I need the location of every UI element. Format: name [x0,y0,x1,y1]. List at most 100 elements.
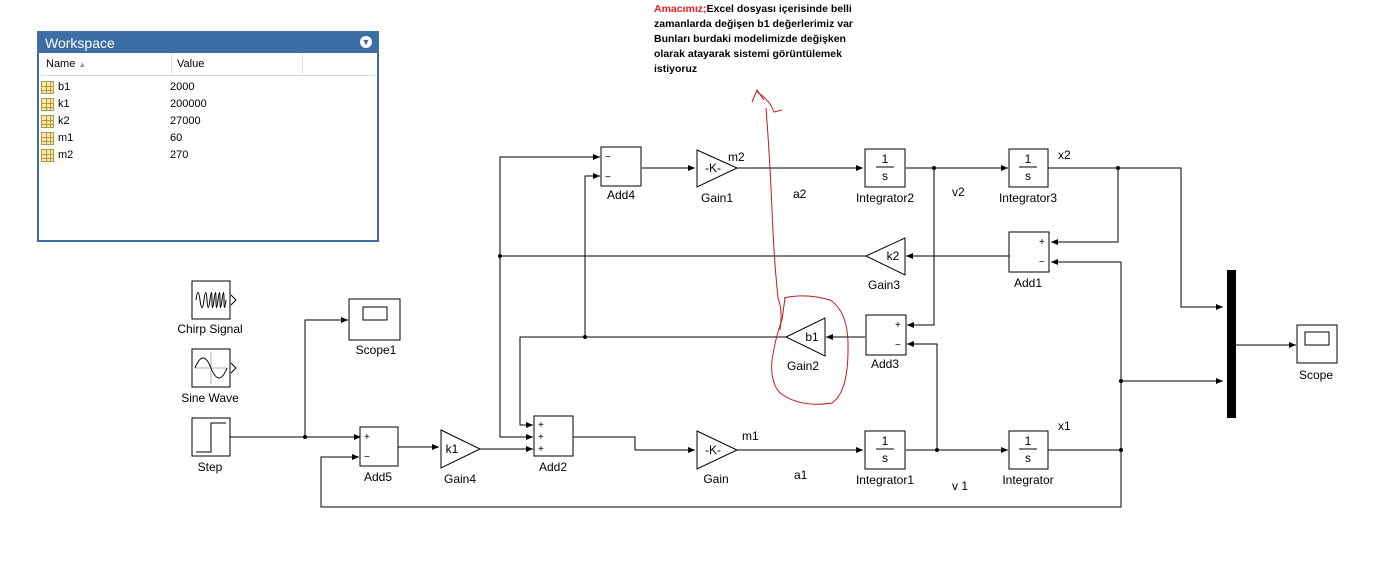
integrator3-num: 1 [1025,152,1032,166]
column-header-blank [303,53,375,75]
signal-label-x1: x1 [1058,419,1071,433]
variable-name: m2 [58,149,74,161]
add2-sign-1: + [538,420,544,431]
signal-label-a1: a1 [794,468,808,482]
add2-sign-3: + [538,444,544,455]
table-row[interactable]: k2 27000 [41,113,377,130]
gain2-value: b1 [805,330,819,344]
integrator1-block[interactable]: 1 s Integrator1 [856,430,914,487]
add1-label: Add1 [1014,276,1042,290]
annotation-line-2: zamanlarda değişen b1 değerlerimiz var [654,18,853,30]
integrator3-label: Integrator3 [999,191,1057,205]
variable-name: b1 [58,81,71,93]
integrator-label: Integrator [1002,473,1053,487]
signal-label-m2: m2 [728,150,745,164]
variable-name: k2 [58,115,70,127]
add1-sign-1: + [1039,237,1045,248]
add5-block[interactable]: + − Add5 [359,426,399,484]
variable-value: 200000 [170,98,207,110]
chirp-signal-block[interactable]: Chirp Signal [177,280,243,336]
integrator3-block[interactable]: 1 s Integrator3 [999,148,1057,205]
chirp-signal-label: Chirp Signal [177,322,242,336]
variable-value: 60 [170,132,183,144]
integrator2-den: s [882,169,888,183]
signal-label-x2: x2 [1058,148,1071,162]
scope1-block[interactable]: Scope1 [348,298,401,357]
variable-name: k1 [58,98,70,110]
gain-value: -K- [705,443,721,457]
add5-sign-2: − [364,452,370,463]
workspace-titlebar: Workspace ▼ [39,33,377,53]
add4-sign-2: − [605,172,611,183]
add1-sign-2: − [1039,257,1045,268]
add4-label: Add4 [607,188,635,202]
gain4-block[interactable]: k1 Gain4 [440,429,482,486]
variable-value: 2000 [170,81,195,93]
column-name-label: Name [46,58,76,70]
table-row[interactable]: b1 2000 [41,79,377,96]
add4-sign-1: − [605,152,611,163]
annotation-line-3: Bunları burdaki modelimizde değişken [654,33,846,45]
table-row[interactable]: k1 200000 [41,96,377,113]
add2-block[interactable]: + + + Add2 [533,415,574,474]
variable-value: 27000 [170,115,201,127]
svg-text:Amacımız;Excel dosyası içerisi: Amacımız;Excel dosyası içerisinde belli [654,3,852,15]
table-row[interactable]: m1 60 [41,130,377,147]
annotation-note: Amacımız;Excel dosyası içerisinde belli … [654,3,853,75]
annotation-title: Amacımız; [654,3,707,15]
integrator1-label: Integrator1 [856,473,914,487]
signal-label-v1: v 1 [952,479,968,493]
add2-label: Add2 [539,460,567,474]
gain2-block[interactable]: b1 Gain2 [784,317,826,373]
mux-block[interactable] [1227,270,1236,418]
gain1-block[interactable]: -K- Gain1 [696,149,739,205]
signal-lines [230,154,1296,508]
gain-block[interactable]: -K- Gain [696,430,739,486]
column-header-name[interactable]: Name ▲ [41,53,172,75]
variable-name: m1 [58,132,74,144]
gain3-value: k2 [887,249,900,263]
gain1-value: -K- [705,161,721,175]
integrator2-block[interactable]: 1 s Integrator2 [856,148,914,205]
add4-block[interactable]: − − Add4 [600,146,642,202]
step-block[interactable]: Step [191,417,231,474]
add5-sign-1: + [364,432,370,443]
add3-label: Add3 [871,357,899,371]
gain2-label: Gain2 [787,359,819,373]
integrator2-num: 1 [882,152,889,166]
integrator2-label: Integrator2 [856,191,914,205]
add5-label: Add5 [364,470,392,484]
table-row[interactable]: m2 270 [41,147,377,164]
column-value-label: Value [177,58,205,70]
variable-matrix-icon [41,81,54,94]
gain-label: Gain [703,472,728,486]
signal-label-v2: v2 [952,185,965,199]
step-label: Step [198,460,223,474]
variable-matrix-icon [41,149,54,162]
sine-wave-label: Sine Wave [181,391,239,405]
column-header-value[interactable]: Value [172,53,303,75]
add3-sign-1: + [895,320,901,331]
add1-block[interactable]: + − Add1 [1008,231,1050,290]
workspace-panel: Workspace ▼ Name ▲ Value b1 2000 k1 2000… [37,31,379,242]
scope1-label: Scope1 [356,343,397,357]
scope-label: Scope [1299,368,1333,382]
workspace-title: Workspace [45,35,115,51]
add3-sign-2: − [895,340,901,351]
junction-dots [303,166,1123,452]
add3-block[interactable]: + − Add3 [865,314,907,371]
integrator3-den: s [1025,169,1031,183]
sine-wave-block[interactable]: Sine Wave [181,348,239,405]
integrator-den: s [1025,451,1031,465]
integrator1-den: s [882,451,888,465]
gain4-value: k1 [446,442,459,456]
integrator-block[interactable]: 1 s Integrator [1002,430,1054,487]
signal-label-m1: m1 [742,429,759,443]
variable-matrix-icon [41,115,54,128]
menu-dropdown-icon[interactable]: ▼ [360,36,372,48]
scope-block[interactable]: Scope [1296,324,1338,382]
sort-ascending-icon: ▲ [78,60,87,69]
gain1-label: Gain1 [701,191,733,205]
gain3-block[interactable]: k2 Gain3 [864,237,906,292]
